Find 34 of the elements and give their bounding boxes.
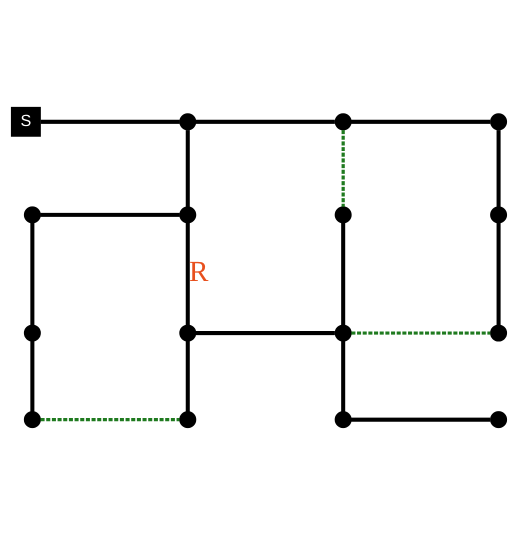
node-circle — [179, 206, 196, 223]
connector — [342, 130, 345, 206]
connector — [186, 340, 190, 411]
node-circle — [334, 112, 352, 130]
connector — [186, 222, 190, 324]
node-circle — [490, 410, 508, 428]
connector — [341, 340, 346, 411]
node-circle — [24, 324, 41, 342]
node-circle — [179, 112, 196, 130]
connector — [351, 119, 490, 124]
connector — [196, 119, 335, 124]
connector — [186, 130, 190, 206]
node-circle — [490, 206, 508, 223]
connector — [196, 330, 335, 335]
node-circle — [490, 324, 508, 342]
connector — [40, 418, 180, 421]
node-circle — [24, 410, 41, 428]
connector — [341, 222, 346, 324]
connector — [40, 119, 180, 124]
node-circle — [179, 410, 196, 428]
connector — [496, 222, 501, 324]
node-circle — [179, 324, 196, 342]
connector — [30, 340, 34, 411]
node-circle — [490, 112, 508, 130]
connector — [40, 212, 180, 216]
node-circle — [334, 410, 352, 428]
connector — [351, 330, 490, 334]
connector — [351, 417, 490, 422]
connector — [496, 130, 501, 206]
node-box: S — [10, 106, 41, 136]
node-circle — [334, 206, 352, 223]
connector — [30, 222, 34, 324]
node-circle — [334, 324, 352, 342]
node-circle — [24, 206, 41, 223]
